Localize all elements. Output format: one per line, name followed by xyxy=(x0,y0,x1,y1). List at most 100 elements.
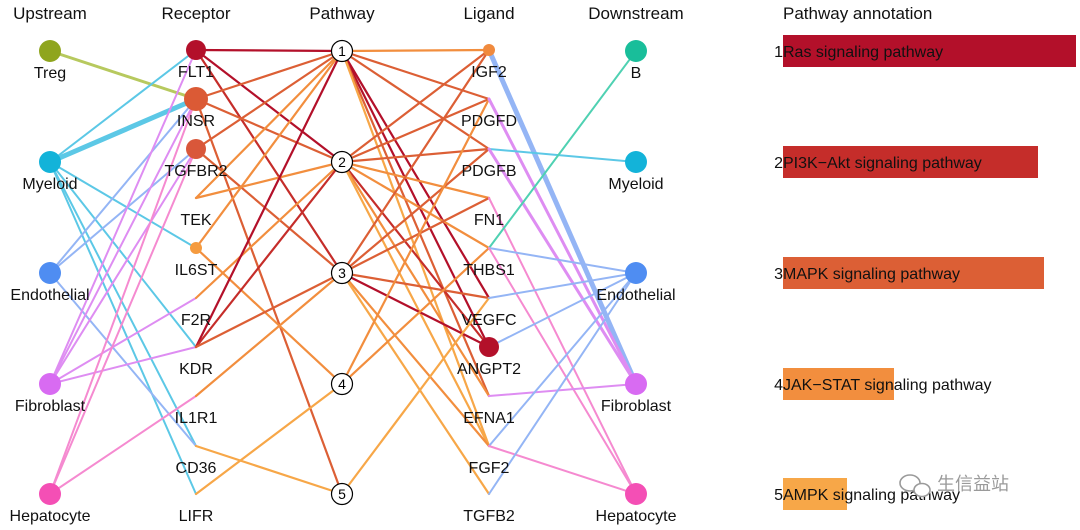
header-upstream: Upstream xyxy=(13,4,87,23)
edge-upstream-receptor xyxy=(49,98,197,274)
pathway-node xyxy=(330,39,354,63)
annotation-bar xyxy=(783,146,1038,178)
edge-pathway-ligand xyxy=(340,271,491,496)
upstream-node-fibroblast xyxy=(39,373,61,395)
edge-pathway-ligand xyxy=(340,49,491,448)
header-receptor: Receptor xyxy=(162,4,231,23)
edge-pathway-ligand xyxy=(340,49,491,300)
receptor-node-insr xyxy=(184,87,208,111)
edge-pathway-ligand xyxy=(340,48,491,53)
edge-receptor-pathway xyxy=(194,48,344,53)
edge-receptor-pathway xyxy=(194,97,344,164)
edge-receptor-pathway xyxy=(194,48,344,275)
edge-upstream-receptor xyxy=(49,346,197,385)
pathway-number: 4 xyxy=(338,376,346,392)
annotation-label: AMPK signaling pathway xyxy=(783,487,960,504)
downstream-node-hepatocyte xyxy=(625,483,647,505)
pathway-node xyxy=(330,261,354,285)
pathway-number: 2 xyxy=(338,154,346,170)
edge-ligand-downstream xyxy=(488,247,637,274)
edge-pathway-ligand xyxy=(340,160,491,448)
edge-upstream-receptor xyxy=(47,96,199,165)
annotation-number: 2 xyxy=(774,155,783,172)
annotation-label: Ras signaling pathway xyxy=(783,44,943,61)
edge-receptor-pathway xyxy=(194,444,344,496)
downstream-label: Endothelial xyxy=(596,287,675,304)
edge-receptor-pathway xyxy=(194,49,344,349)
pathway-number: 3 xyxy=(338,265,346,281)
upstream-node-myeloid xyxy=(39,151,61,173)
edge-pathway-ligand xyxy=(340,160,491,200)
receptor-node-flt1 xyxy=(186,40,206,60)
downstream-node-endothelial xyxy=(625,262,647,284)
pathway-number: 5 xyxy=(338,486,346,502)
downstream-label: Myeloid xyxy=(608,176,663,193)
upstream-label: Treg xyxy=(34,65,66,82)
receptor-label: IL1R1 xyxy=(175,410,218,427)
edge-pathway-ligand xyxy=(340,49,491,349)
edge-receptor-pathway xyxy=(194,160,344,300)
column-headers: Upstream Receptor Pathway Ligand Downstr… xyxy=(13,4,932,23)
downstream-label: Fibroblast xyxy=(601,398,672,415)
downstream-node-myeloid xyxy=(625,151,647,173)
edge-pathway-ligand xyxy=(340,160,491,349)
watermark: 生信益站 xyxy=(899,474,1009,498)
annotation-number: 5 xyxy=(774,487,783,504)
edge-ligand-downstream xyxy=(488,272,637,447)
upstream-node-hepatocyte xyxy=(39,483,61,505)
ligand-node-angpt2 xyxy=(479,337,499,357)
ligand-label: PDGFB xyxy=(461,163,516,180)
annotation-number: 4 xyxy=(774,377,783,394)
edge-receptor-pathway xyxy=(194,160,344,349)
upstream-label: Hepatocyte xyxy=(10,508,91,525)
edges xyxy=(47,47,639,496)
edge-pathway-ligand xyxy=(340,49,491,101)
edge-ligand-downstream xyxy=(488,272,637,495)
node-labels: TregMyeloidEndothelialFibroblastHepatocy… xyxy=(10,43,677,525)
edge-pathway-ligand xyxy=(340,147,491,164)
pathway-node xyxy=(330,150,354,174)
edge-receptor-pathway xyxy=(194,271,344,349)
annotation-bar xyxy=(783,478,847,510)
upstream-node-endothelial xyxy=(39,262,61,284)
edge-ligand-downstream xyxy=(488,272,637,348)
edge-ligand-downstream xyxy=(488,272,637,299)
edge-pathway-ligand xyxy=(340,296,491,496)
edge-ligand-downstream xyxy=(488,197,637,495)
edge-pathway-ligand xyxy=(340,97,491,164)
nodes xyxy=(39,39,647,506)
edge-receptor-pathway xyxy=(194,160,344,200)
wechat-icon xyxy=(899,474,931,498)
edge-upstream-receptor xyxy=(48,49,198,101)
edge-ligand-downstream xyxy=(486,47,639,387)
edge-pathway-ligand xyxy=(340,271,491,349)
receptor-label: KDR xyxy=(179,361,213,378)
edge-upstream-receptor xyxy=(49,49,197,163)
edge-pathway-ligand xyxy=(340,246,491,386)
pathway-node xyxy=(330,482,354,506)
edge-receptor-pathway xyxy=(194,49,344,101)
edge-pathway-ligand xyxy=(340,160,491,398)
edge-ligand-downstream xyxy=(488,50,637,249)
annotation-label: JAK−STAT signaling pathway xyxy=(783,377,992,394)
edge-upstream-receptor xyxy=(49,161,197,495)
upstream-node-treg xyxy=(39,40,61,62)
annotation-number: 1 xyxy=(774,44,783,61)
upstream-label: Fibroblast xyxy=(15,398,86,415)
pathway-number: 1 xyxy=(338,43,346,59)
edge-pathway-ligand xyxy=(340,160,491,250)
upstream-label: Myeloid xyxy=(22,176,77,193)
receptor-label: LIFR xyxy=(179,508,214,525)
edge-receptor-pathway xyxy=(194,49,344,151)
ligand-label: PDGFD xyxy=(461,113,517,130)
receptor-label: CD36 xyxy=(176,460,217,477)
ligand-label: ANGPT2 xyxy=(457,361,521,378)
receptor-label: F2R xyxy=(181,312,211,329)
edge-ligand-downstream xyxy=(488,148,637,163)
ligand-label: IGF2 xyxy=(471,64,507,81)
edge-upstream-receptor xyxy=(49,272,197,447)
edge-upstream-receptor xyxy=(49,49,197,385)
edge-receptor-pathway xyxy=(194,49,344,200)
